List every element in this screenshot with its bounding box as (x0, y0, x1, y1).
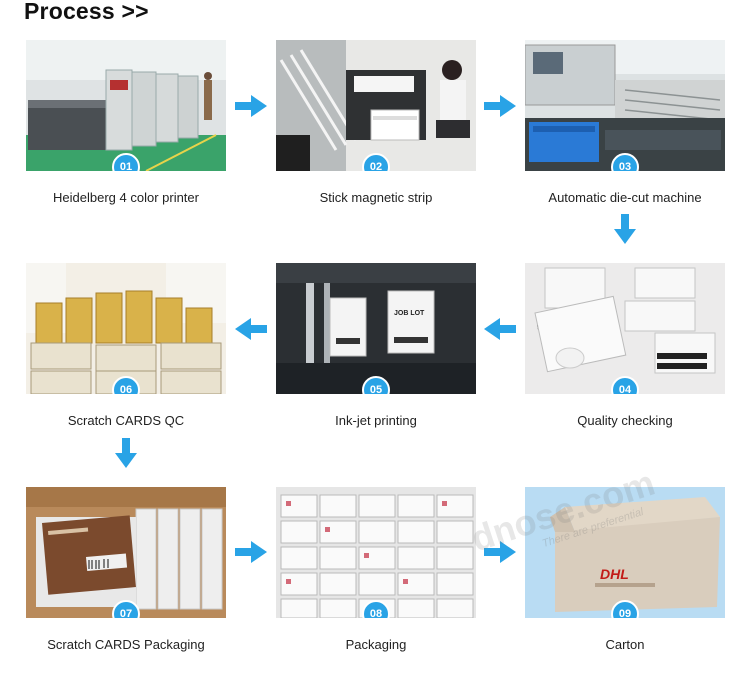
step-label: Packaging (345, 637, 407, 652)
step-03: 03 Automatic die-cut machine (525, 40, 725, 205)
photo-magnetic-strip: 02 (276, 40, 476, 171)
step-05: JOB LOT 05 Ink-jet printing (276, 263, 476, 428)
step-08: 08 Packaging (276, 487, 476, 652)
step-number-badge: 04 (611, 376, 639, 394)
step-number-badge: 07 (112, 600, 140, 618)
step-label: Carton (605, 637, 645, 652)
step-label: Automatic die-cut machine (548, 190, 702, 205)
arrow-down-icon (614, 214, 636, 244)
photo-scratch-cards-qc: 06 (26, 263, 226, 394)
arrow-left-icon (235, 318, 267, 340)
step-number-badge: 01 (112, 153, 140, 171)
step-label: Scratch CARDS Packaging (47, 637, 205, 652)
step-number-badge: 08 (362, 600, 390, 618)
step-label: Ink-jet printing (335, 413, 417, 428)
step-number-badge: 09 (611, 600, 639, 618)
arrow-right-icon (484, 95, 516, 117)
step-number-badge: 03 (611, 153, 639, 171)
photo-ink-jet-printing: JOB LOT 05 (276, 263, 476, 394)
step-label: Heidelberg 4 color printer (53, 190, 199, 205)
step-label: Quality checking (577, 413, 673, 428)
step-number-badge: 05 (362, 376, 390, 394)
job-lot-text: JOB LOT (394, 310, 425, 317)
photo-die-cut-machine: 03 (525, 40, 725, 171)
step-02: 02 Stick magnetic strip (276, 40, 476, 205)
step-01: 01 Heidelberg 4 color printer (26, 40, 226, 205)
page-title: Process >> (24, 0, 149, 24)
arrow-right-icon (235, 541, 267, 563)
step-label: Stick magnetic strip (319, 190, 433, 205)
photo-scratch-cards-packaging: 07 (26, 487, 226, 618)
step-label: Scratch CARDS QC (67, 413, 185, 428)
arrow-left-icon (484, 318, 516, 340)
arrow-right-icon (235, 95, 267, 117)
photo-printer: 01 (26, 40, 226, 171)
arrow-down-icon (115, 438, 137, 468)
arrow-right-icon (484, 541, 516, 563)
step-09: DHL 09 Carton (525, 487, 725, 652)
step-07: 07 Scratch CARDS Packaging (26, 487, 226, 652)
photo-carton: DHL 09 (525, 487, 725, 618)
step-06: 06 Scratch CARDS QC (26, 263, 226, 428)
photo-packaging: 08 (276, 487, 476, 618)
dhl-logo-text: DHL (600, 566, 629, 582)
step-number-badge: 06 (112, 376, 140, 394)
photo-quality-checking: 04 (525, 263, 725, 394)
step-number-badge: 02 (362, 153, 390, 171)
step-04: 04 Quality checking (525, 263, 725, 428)
